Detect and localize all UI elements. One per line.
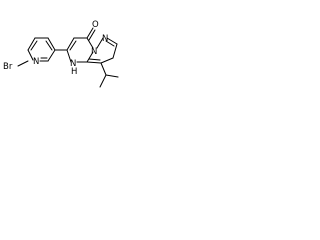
pyridine-nitrogen-label: N — [33, 57, 39, 67]
isopropyl-group — [99, 62, 119, 88]
bond-n2-c2-double — [105, 40, 115, 47]
pyrimidinone-ring — [66, 27, 96, 63]
bond-c3a-join-double — [88, 58, 101, 61]
bond-c4-c5 — [47, 37, 56, 51]
bond-c3-isopropyl — [100, 62, 107, 76]
bond-c7-o — [86, 27, 94, 39]
nh-nitrogen-label: N — [70, 59, 76, 69]
bond-nh-c5 — [66, 49, 72, 63]
bond-n1-c3a — [86, 51, 94, 63]
bond-c2-c3 — [112, 43, 118, 59]
bond-isopropyl-me1 — [99, 74, 107, 88]
bond-c4-c5-double — [45, 40, 53, 51]
bond-c7-n1 — [86, 37, 94, 49]
bond-n1-n2 — [96, 37, 104, 49]
pyrazole-ring — [86, 37, 118, 64]
bond-c3-c3a — [100, 57, 114, 64]
bond-isopropyl-me2 — [105, 74, 119, 78]
bond-n2-c2 — [106, 37, 118, 45]
bridge-nitrogen-label: N — [91, 47, 97, 57]
bond-c7-o-double — [88, 29, 96, 41]
ring-nitrogen-label: N — [102, 34, 108, 44]
molecule-structure: Br N O N N N H — [3, 20, 119, 88]
bond-c2-c3 — [27, 37, 36, 51]
bromine-label: Br — [3, 62, 13, 72]
molecule-diagram: Br N O N N N H — [0, 0, 160, 96]
bond-c5-c6p-double — [69, 40, 77, 51]
bond-c2-br — [17, 60, 29, 67]
bond-c3a-join — [86, 61, 102, 64]
nh-hydrogen-label: H — [71, 67, 77, 77]
carbonyl-oxygen-label: O — [92, 20, 99, 30]
bond-c5-c6p — [66, 37, 75, 51]
bond-n-c2 — [27, 49, 34, 61]
pyridine-ring — [17, 37, 56, 67]
bond-c2-c3-double — [30, 40, 38, 51]
bond-c5-c6 — [47, 49, 56, 62]
